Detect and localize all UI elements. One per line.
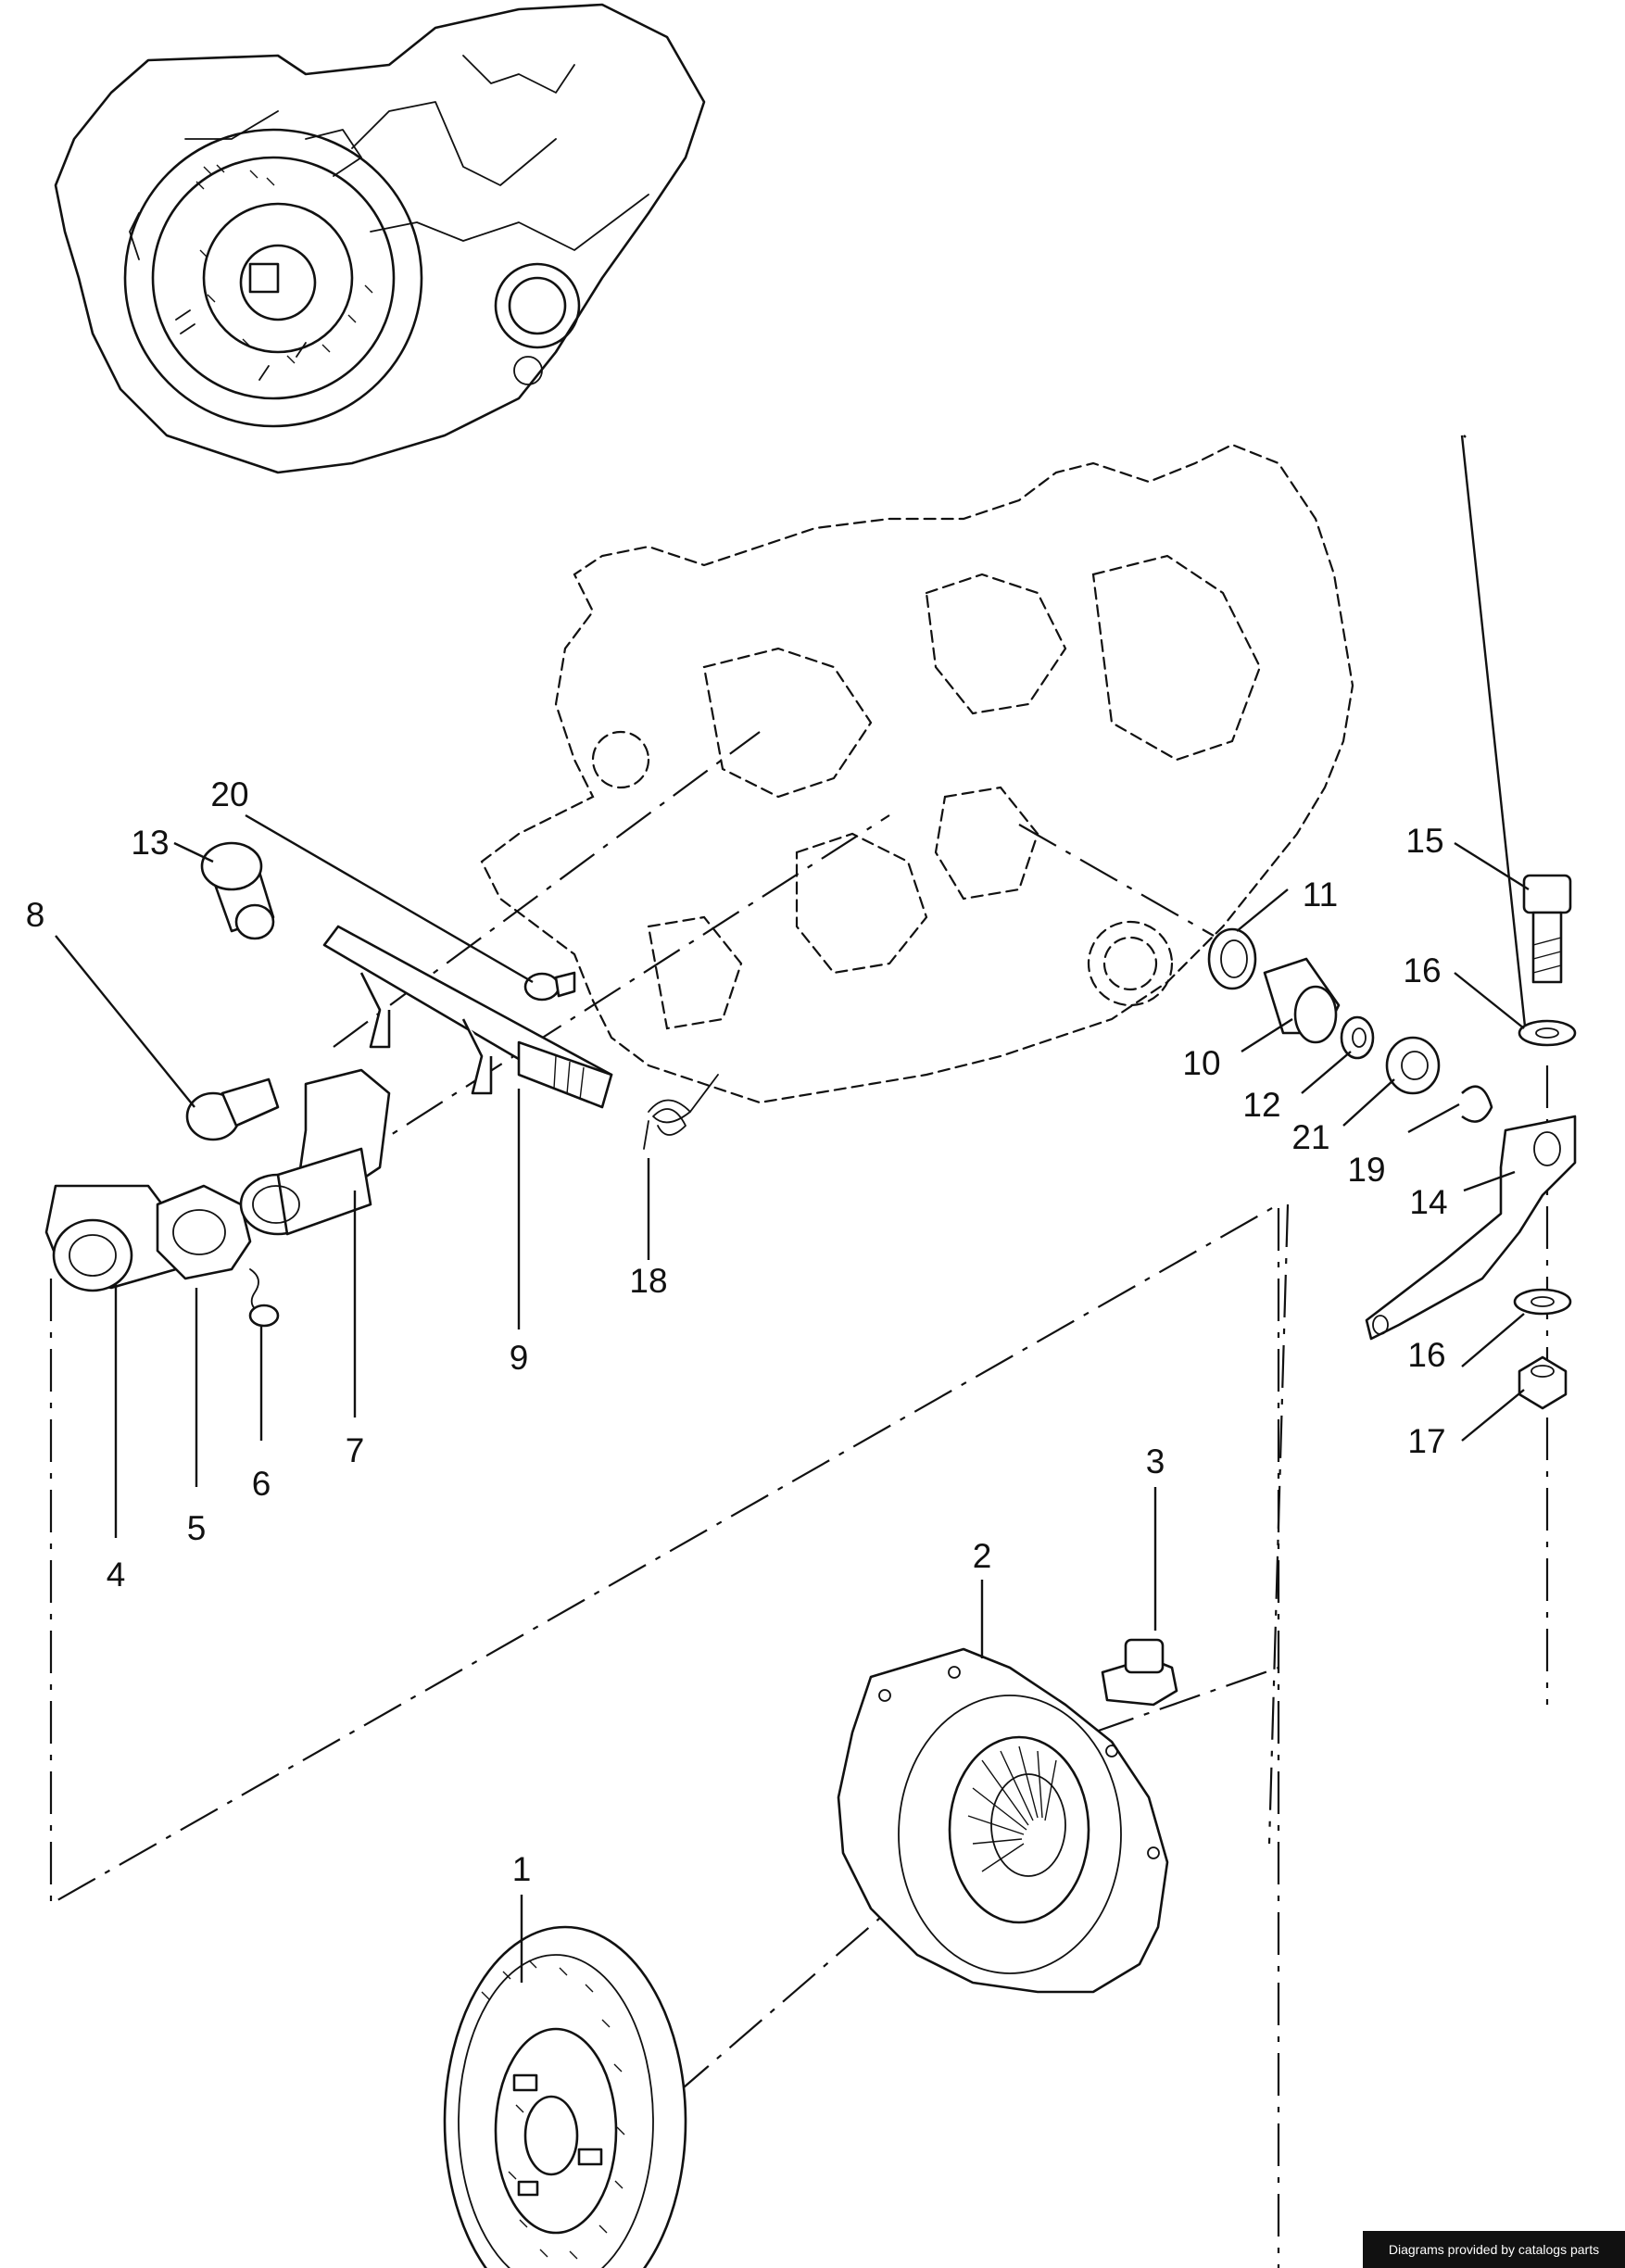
callout-13: 13	[131, 824, 169, 862]
callout-1: 1	[512, 1850, 532, 1888]
callout-7: 7	[346, 1431, 365, 1469]
bolt-part-3	[1101, 1638, 1178, 1707]
pressure-plate-part	[837, 1647, 1169, 1994]
callout-4: 4	[107, 1556, 126, 1594]
callout-16-upper: 16	[1403, 951, 1441, 989]
credit-banner: Diagrams provided by catalogs parts	[1363, 2231, 1625, 2268]
nut-part-17	[1518, 1355, 1568, 1410]
transmission-overview-illustration	[54, 3, 706, 474]
bolt-part-8	[185, 1077, 280, 1141]
bushing-part-10	[1263, 957, 1341, 1044]
clip-part	[248, 1268, 280, 1328]
callout-15: 15	[1405, 822, 1443, 860]
spring-part-18	[643, 1074, 719, 1150]
washer-part-12	[1340, 1015, 1375, 1060]
credit-text: Diagrams provided by catalogs parts	[1388, 2242, 1600, 2257]
callout-12: 12	[1242, 1086, 1280, 1124]
callout-8: 8	[26, 896, 45, 934]
sleeve-part-13	[200, 841, 275, 940]
circlip-part-19	[1461, 1085, 1493, 1123]
callout-18: 18	[629, 1262, 667, 1300]
callout-14: 14	[1409, 1183, 1447, 1221]
callout-5: 5	[187, 1509, 207, 1547]
clip-part-20	[523, 971, 576, 1002]
callout-20: 20	[210, 775, 248, 813]
phantom-transmission-outline	[480, 443, 1354, 1104]
release-bearing-part	[44, 1184, 178, 1292]
callout-9: 9	[510, 1339, 529, 1377]
callout-3: 3	[1146, 1443, 1165, 1480]
callout-labels: 1 2 3 4 5 6 7 8 9 10 11 12 13 14 15 16 1…	[26, 775, 1448, 1888]
release-lever-part	[1365, 1115, 1577, 1341]
callout-21: 21	[1291, 1118, 1329, 1156]
washer-part-16-lower	[1513, 1288, 1572, 1316]
callout-19: 19	[1347, 1151, 1385, 1189]
callout-6: 6	[252, 1465, 271, 1503]
assembly-axis-lines	[49, 731, 1549, 2268]
callout-11: 11	[1303, 876, 1338, 914]
callout-10: 10	[1182, 1044, 1220, 1082]
gasket-part	[156, 1184, 252, 1280]
bolt-part-15	[1522, 874, 1572, 984]
callout-2: 2	[973, 1537, 992, 1575]
seal-part-11	[1207, 927, 1257, 990]
release-shaft-part	[322, 925, 613, 1109]
washer-part-21	[1385, 1036, 1441, 1095]
washer-part-16-upper	[1518, 1019, 1577, 1047]
clutch-disc-part	[443, 1925, 687, 2268]
callout-16-lower: 16	[1407, 1336, 1445, 1374]
callout-17: 17	[1407, 1422, 1445, 1460]
guide-sleeve-part	[239, 1068, 391, 1236]
callout-leader-lines	[55, 435, 1530, 1983]
